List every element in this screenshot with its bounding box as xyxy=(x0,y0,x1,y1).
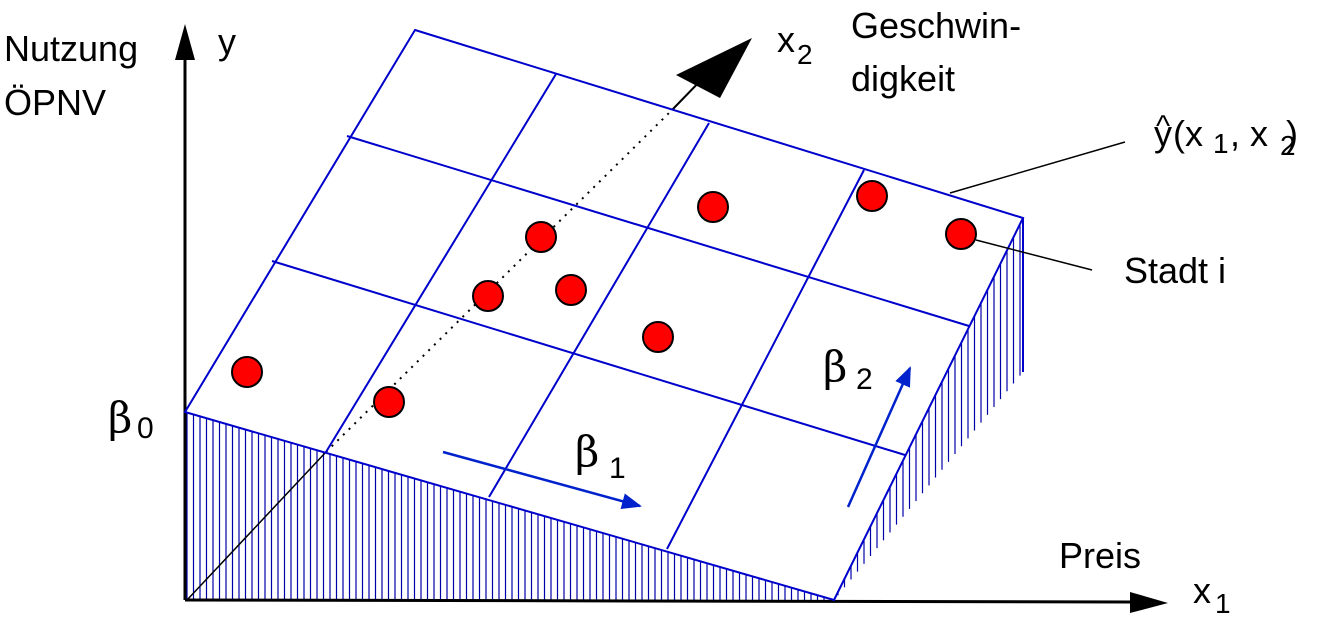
data-point xyxy=(525,221,557,253)
surface-leader-line xyxy=(949,141,1126,194)
grid-line xyxy=(488,122,710,498)
x2-axis-label: x xyxy=(777,19,795,60)
beta2-slope-arrow xyxy=(846,366,912,508)
x1-axis-line xyxy=(184,598,1133,604)
regression-plane xyxy=(183,28,1025,602)
plane-outline xyxy=(183,28,1025,602)
x2-axis-hidden-segment xyxy=(186,451,327,601)
beta1-label: β xyxy=(575,427,599,476)
x1-axis-arrowhead xyxy=(1130,592,1168,613)
data-point xyxy=(697,191,729,223)
beta2-label: β xyxy=(823,342,847,391)
beta1-slope-arrow xyxy=(442,450,642,509)
x1-axis-label: x xyxy=(1193,570,1211,611)
surface-args-mid: , x xyxy=(1230,113,1268,154)
point-label: Stadt i xyxy=(1124,250,1226,291)
beta0-subscript: 0 xyxy=(137,412,154,445)
data-point xyxy=(555,274,587,306)
data-points xyxy=(231,180,977,418)
data-point xyxy=(856,180,888,212)
x2-name-line1: Geschwin- xyxy=(851,5,1021,46)
surface-args-close: ) xyxy=(1286,113,1298,154)
x2-name-line2: digkeit xyxy=(851,58,955,99)
grid-line xyxy=(346,135,970,327)
axes xyxy=(175,24,1168,613)
beta0-label: β xyxy=(108,393,132,442)
surface-hat: ^ xyxy=(1156,110,1170,143)
data-point xyxy=(945,218,977,250)
surface-sub2: 2 xyxy=(1280,130,1296,161)
data-point xyxy=(373,386,405,418)
surface-function-label: ^ y (x 1 , x 2 ) xyxy=(1154,110,1298,161)
surface-y: y xyxy=(1154,113,1172,154)
x2-axis-subscript: 2 xyxy=(797,39,813,70)
data-point xyxy=(472,280,504,312)
surface-sub1: 1 xyxy=(1213,128,1229,159)
x2-axis-arrowhead xyxy=(676,38,752,98)
beta2-subscript: 2 xyxy=(856,363,873,396)
x1-axis-subscript: 1 xyxy=(1215,588,1231,617)
y-axis-name-line1: Nutzung xyxy=(4,28,138,69)
y-axis-name-line2: ÖPNV xyxy=(4,82,106,123)
beta1-subscript: 1 xyxy=(609,452,626,485)
grid-line xyxy=(666,169,865,550)
grid-line xyxy=(325,73,557,453)
y-axis-arrowhead xyxy=(175,24,195,60)
point-leader-line xyxy=(975,239,1093,271)
surface-args-open: (x xyxy=(1173,113,1203,154)
right-face-hatching xyxy=(837,224,1021,596)
data-point xyxy=(231,356,263,388)
x1-name: Preis xyxy=(1059,535,1141,576)
data-point xyxy=(642,321,674,353)
grid-line xyxy=(271,260,906,456)
y-axis-label: y xyxy=(218,21,236,62)
